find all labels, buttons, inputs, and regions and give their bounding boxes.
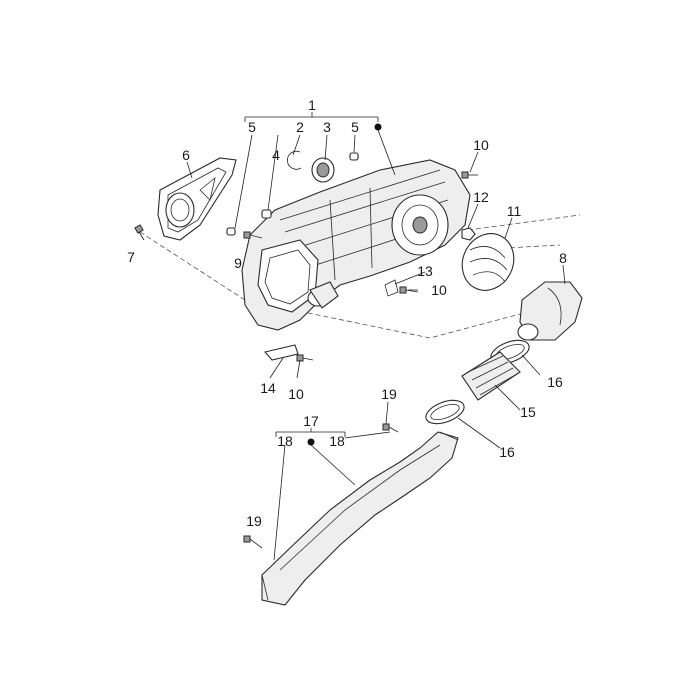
- part-5-pin-left: [226, 227, 236, 236]
- label-8: 8: [559, 250, 567, 266]
- part-5-pin-right: [349, 152, 359, 161]
- label-19-upper: 19: [381, 386, 397, 402]
- part-7-screw: [134, 224, 145, 241]
- part-8-intake-elbow: [517, 281, 583, 341]
- part-10-bolt-lower: [296, 354, 314, 362]
- part-17-intake-duct: [261, 431, 459, 606]
- label-13: 13: [417, 263, 433, 279]
- label-9: 9: [234, 255, 242, 271]
- label-1: 1: [308, 97, 316, 113]
- part-1-transmission-cover: [241, 159, 471, 331]
- marker-dot-lower: [307, 438, 315, 446]
- label-16-lower: 16: [499, 444, 515, 460]
- label-12: 12: [473, 189, 489, 205]
- bracket-group-1: [244, 112, 379, 122]
- marker-dot-upper: [374, 123, 382, 131]
- label-5-left: 5: [248, 119, 256, 135]
- label-19-lower: 19: [246, 513, 262, 529]
- part-10-bolt-upper: [461, 171, 478, 179]
- part-19-screw-lower: [243, 535, 263, 549]
- label-16-upper: 16: [547, 374, 563, 390]
- leader-lines: [186, 129, 566, 561]
- label-5-right: 5: [351, 119, 359, 135]
- part-4-dowel: [261, 209, 272, 219]
- part-16-band-lower: [425, 399, 465, 425]
- part-19-screw-upper: [382, 423, 399, 433]
- label-18-right: 18: [329, 433, 345, 449]
- label-15: 15: [520, 404, 536, 420]
- label-17: 17: [303, 413, 319, 429]
- label-3: 3: [323, 119, 331, 135]
- label-4: 4: [272, 147, 280, 163]
- part-13-clamp: [384, 279, 399, 297]
- part-14-bracket: [263, 344, 299, 361]
- part-labels: 1 5 2 3 5 6 4 10 12 11 7 9 8 13 10 16 14…: [127, 97, 567, 529]
- part-15-bellows: [461, 351, 521, 401]
- label-10-middle: 10: [431, 282, 447, 298]
- part-3-bearing: [311, 157, 335, 183]
- part-11-round-cover: [461, 233, 515, 291]
- label-6: 6: [182, 147, 190, 163]
- label-11: 11: [507, 203, 522, 219]
- label-7: 7: [127, 249, 135, 265]
- part-9-screw: [243, 231, 263, 239]
- part-2-circlip: [287, 150, 302, 170]
- part-12-nut: [461, 227, 476, 241]
- part-6-inner-plate: [157, 157, 237, 241]
- label-10-upper: 10: [473, 137, 489, 153]
- label-2: 2: [296, 119, 304, 135]
- label-14: 14: [260, 380, 276, 396]
- bracket-group-17: [275, 428, 346, 437]
- label-10-lower: 10: [288, 386, 304, 402]
- label-18-left: 18: [277, 433, 293, 449]
